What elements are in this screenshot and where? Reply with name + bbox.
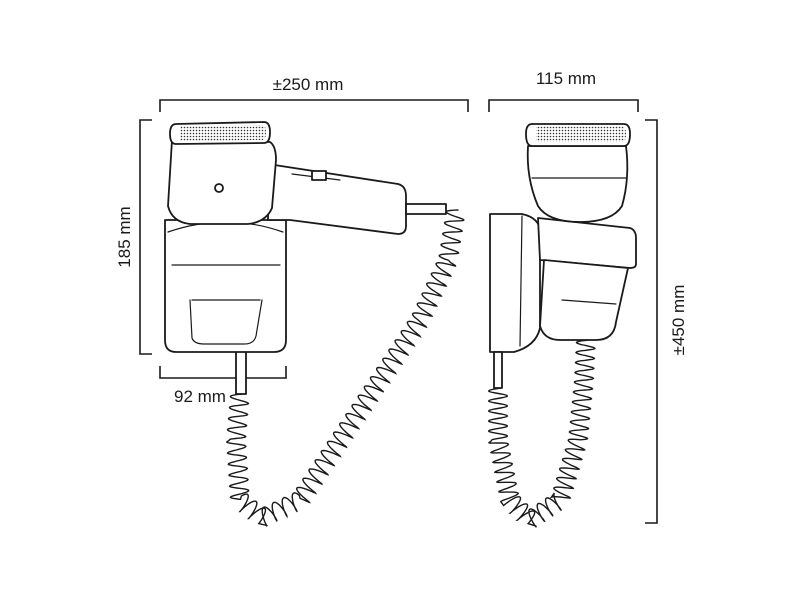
front-wall-holder xyxy=(164,219,287,353)
dimension-height-total: ±450 mm xyxy=(645,119,688,524)
front-cord-exit xyxy=(405,203,447,215)
side-cord-stub xyxy=(493,351,503,389)
front-holder-cup xyxy=(189,299,263,345)
side-dryer-body xyxy=(526,145,629,223)
dimension-label-depth-side: 115 mm xyxy=(536,69,596,88)
dimension-width-total: ±250 mm xyxy=(159,75,469,112)
dimension-depth-side: 115 mm xyxy=(488,69,639,112)
side-lower-cup xyxy=(539,259,629,341)
dimension-label-width-total: ±250 mm xyxy=(273,75,344,94)
front-body-button[interactable] xyxy=(214,183,224,193)
front-view xyxy=(164,121,465,528)
front-cord-stub xyxy=(235,349,247,395)
front-dryer-handle xyxy=(267,163,407,235)
dimension-height-unit: 185 mm xyxy=(115,119,152,355)
front-power-switch[interactable] xyxy=(311,170,327,181)
dimension-label-height-total: ±450 mm xyxy=(669,285,688,356)
side-bracket-edge xyxy=(519,215,523,347)
side-wall-bracket xyxy=(489,213,541,353)
side-cup-line xyxy=(561,299,617,305)
dimension-label-height-unit: 185 mm xyxy=(115,206,134,267)
side-nozzle-mesh xyxy=(536,126,626,142)
front-coiled-cord xyxy=(225,209,465,528)
dimension-label-depth-base: 92 mm xyxy=(174,387,226,406)
dimension-depth-base: 92 mm xyxy=(159,366,287,406)
side-holder-ring xyxy=(537,217,637,269)
side-view xyxy=(487,123,637,528)
front-dryer-body xyxy=(167,139,277,225)
front-nozzle-mesh xyxy=(180,125,266,141)
side-coiled-cord xyxy=(487,339,596,528)
